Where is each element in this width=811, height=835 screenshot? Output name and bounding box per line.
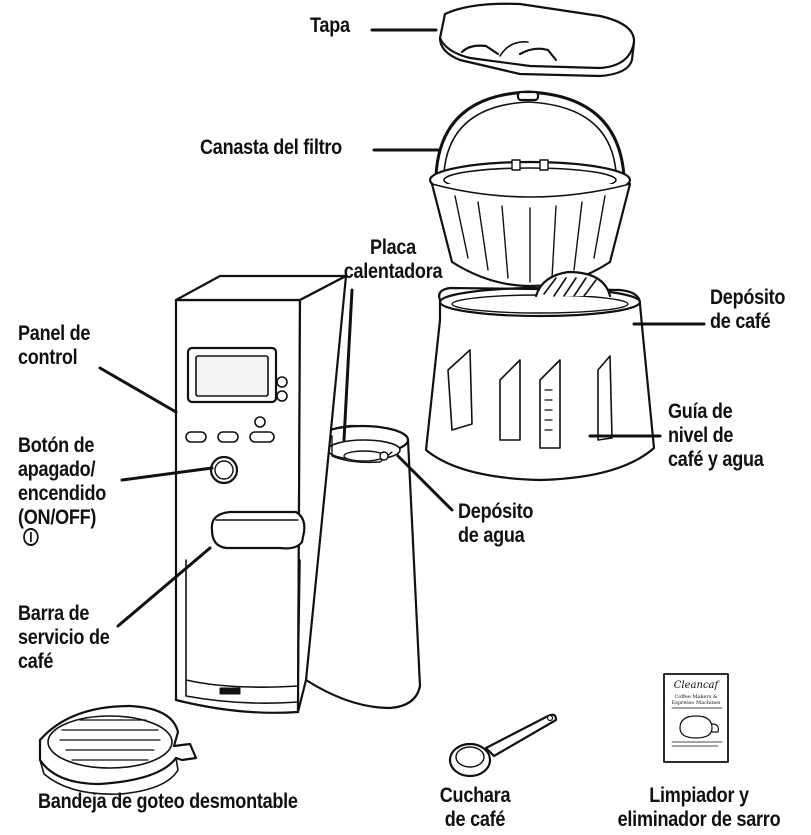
filter-basket-illustration	[428, 90, 632, 288]
descaler-packet-illustration	[663, 673, 729, 763]
label-cuchara: Cuchara de café	[439, 784, 511, 831]
packet-line2: Espresso Machines	[671, 700, 721, 706]
leader-placa	[342, 288, 354, 442]
power-icon	[23, 528, 39, 546]
coffee-carafe-illustration	[424, 270, 656, 482]
lid-illustration	[438, 2, 636, 78]
label-canasta: Canasta del filtro	[200, 136, 342, 159]
leader-barra	[116, 546, 212, 628]
packet-line1: Coffee Makers &	[674, 694, 718, 700]
leader-deposito-agua	[396, 454, 454, 512]
label-deposito-agua: Depósito de agua	[458, 500, 534, 547]
drip-tray-illustration	[38, 704, 198, 795]
label-guia: Guía de nivel de café y agua	[668, 400, 764, 471]
packet-text: Cleancaf Coffee Makers & Espresso Machin…	[666, 680, 726, 706]
label-barra: Barra de servicio de café	[18, 602, 110, 673]
leader-lines	[98, 28, 706, 628]
label-placa: Placa calentadora	[343, 236, 443, 283]
label-panel: Panel de control	[18, 322, 91, 369]
leader-boton	[120, 466, 214, 482]
coffee-maker-body-illustration	[174, 274, 422, 714]
scoop-illustration	[448, 713, 558, 778]
label-bandeja: Bandeja de goteo desmontable	[38, 790, 298, 813]
label-boton: Botón de apagado/ encendido (ON/OFF)	[18, 434, 106, 548]
leader-panel	[98, 366, 178, 414]
label-limpiador: Limpiador y eliminador de sarro	[617, 784, 781, 831]
packet-brand: Cleancaf	[673, 680, 719, 691]
label-tapa: Tapa	[310, 14, 350, 37]
label-deposito-cafe: Depósito de café	[710, 286, 786, 333]
